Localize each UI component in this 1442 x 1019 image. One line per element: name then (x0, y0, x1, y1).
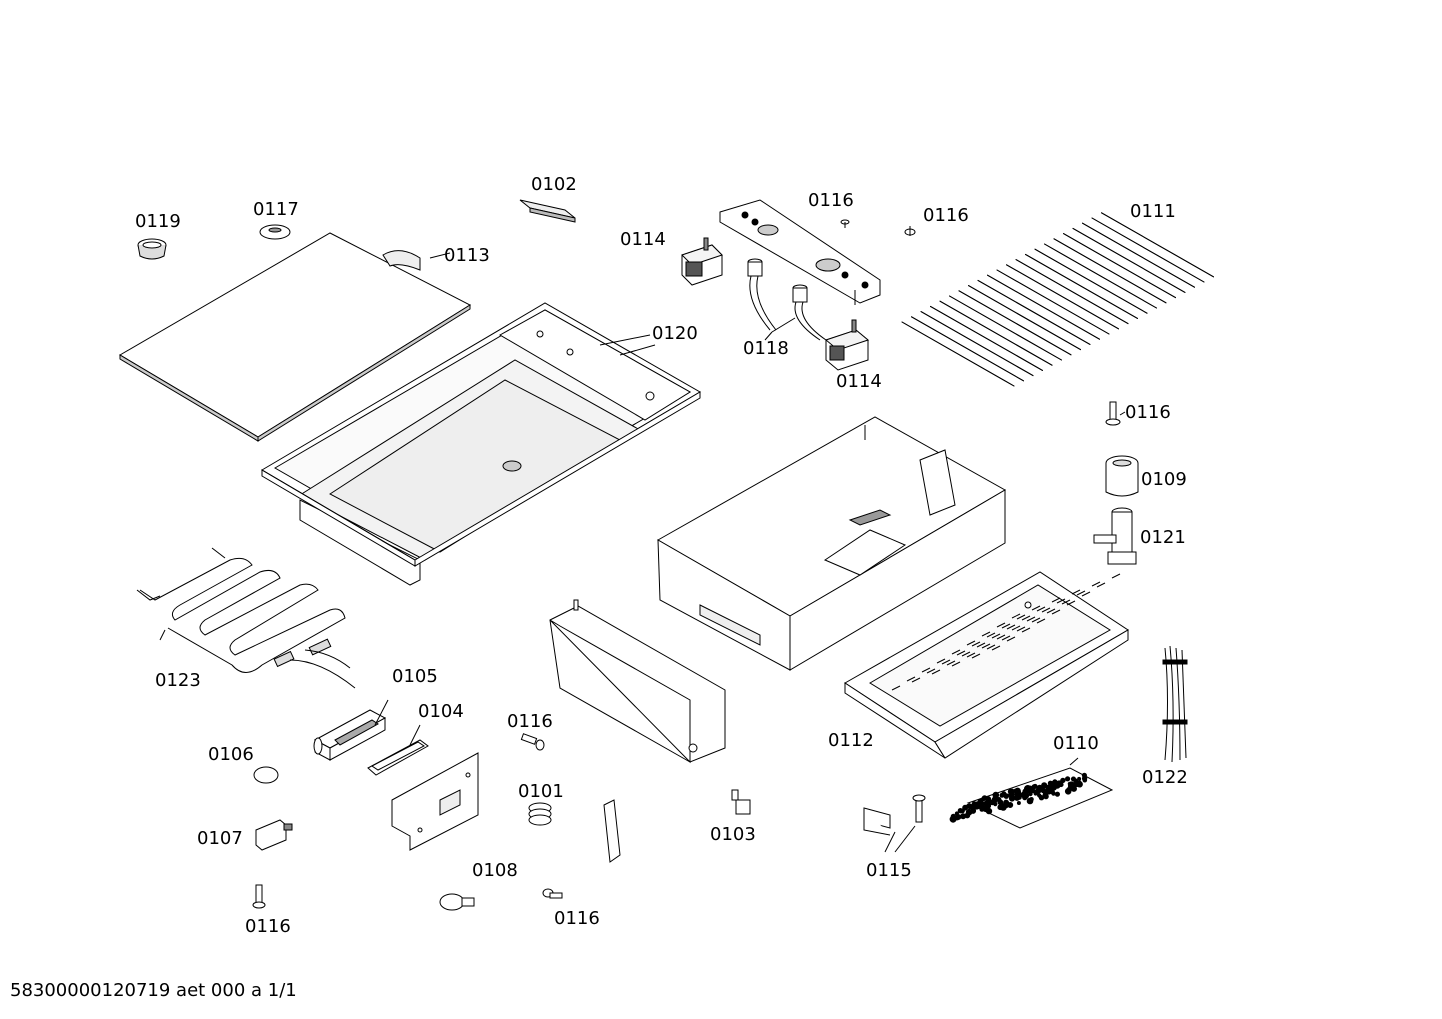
part-0112-drip-tray (844, 571, 1129, 759)
part-0119-knob (137, 238, 167, 260)
part-0108-thermostat (439, 893, 475, 911)
part-0114-switch-a (681, 237, 723, 286)
label-0116: 0116 (923, 205, 969, 226)
part-0116-bracket (719, 199, 881, 305)
label-0121: 0121 (1140, 527, 1186, 548)
part-0116-screw-mid (520, 733, 545, 751)
label-0107: 0107 (197, 828, 243, 849)
label-0116: 0116 (245, 916, 291, 937)
label-0104: 0104 (418, 701, 464, 722)
part-0104-frame (367, 739, 429, 776)
part-0106-ring (253, 766, 279, 784)
part-0115-clamp (863, 794, 926, 853)
part-0103-connector (731, 789, 751, 815)
center-bracket (549, 599, 726, 764)
part-0105-holder (313, 709, 387, 761)
part-0121-valve (1093, 507, 1137, 565)
part-0116-screw-right (1105, 401, 1121, 426)
label-0108: 0108 (472, 860, 518, 881)
part-0116-screw-top-2 (904, 226, 916, 236)
document-id: 58300000120719 aet 000 a 1/1 (10, 980, 297, 1001)
label-0110: 0110 (1053, 733, 1099, 754)
part-0102-strip (519, 199, 576, 223)
label-0113: 0113 (444, 245, 490, 266)
label-0123: 0123 (155, 670, 201, 691)
part-0116-screw-bottom-2 (542, 888, 563, 899)
housing-box (656, 416, 1007, 671)
part-0110-filter (949, 757, 1114, 829)
mounting-bracket (391, 752, 479, 851)
part-0111-grill-rack (901, 212, 1214, 387)
label-0116: 0116 (507, 711, 553, 732)
label-0115: 0115 (866, 860, 912, 881)
label-0118: 0118 (743, 338, 789, 359)
part-0101-spring (528, 802, 552, 826)
label-0114: 0114 (836, 371, 882, 392)
label-0119: 0119 (135, 211, 181, 232)
part-0117-cap (259, 224, 291, 240)
label-0103: 0103 (710, 824, 756, 845)
label-0116: 0116 (808, 190, 854, 211)
label-0102: 0102 (531, 174, 577, 195)
part-0118-lamps (747, 258, 827, 341)
clip (603, 799, 621, 863)
part-0116-screw-bottom (252, 884, 266, 909)
part-0107-relay (255, 819, 293, 851)
label-0122: 0122 (1142, 767, 1188, 788)
part-0123-heating-element (136, 547, 356, 689)
part-0122-cables (1162, 645, 1188, 763)
label-0101: 0101 (518, 781, 564, 802)
label-0114: 0114 (620, 229, 666, 250)
label-0116: 0116 (1125, 402, 1171, 423)
label-0111: 0111 (1130, 201, 1176, 222)
part-0116-screw-top (840, 219, 850, 228)
label-0106: 0106 (208, 744, 254, 765)
label-0105: 0105 (392, 666, 438, 687)
leader-lines (374, 334, 1126, 746)
part-0114-switch-b (824, 319, 870, 371)
part-0109-sleeve (1105, 455, 1139, 497)
label-0109: 0109 (1141, 469, 1187, 490)
label-0117: 0117 (253, 199, 299, 220)
part-0113-glass-plate (119, 232, 472, 442)
label-0112: 0112 (828, 730, 874, 751)
label-0116: 0116 (554, 908, 600, 929)
part-0120-tray (261, 302, 701, 586)
label-0120: 0120 (652, 323, 698, 344)
